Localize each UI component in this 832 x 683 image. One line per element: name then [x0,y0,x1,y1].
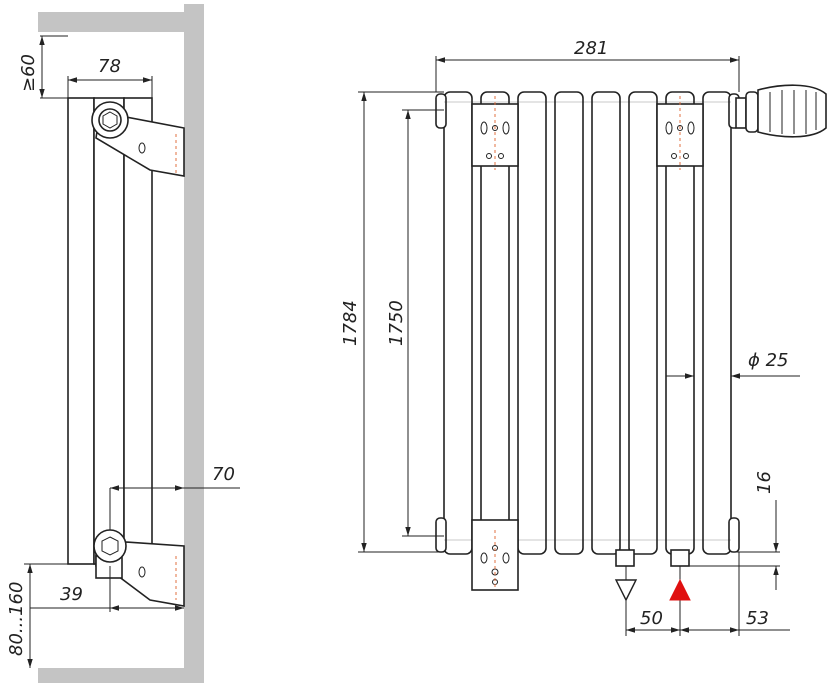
wall [38,4,204,683]
dim-bottom-offset: 39 [60,584,83,605]
dim-connection-height: 16 [754,471,775,494]
front-view: 281 1784 1750 ϕ 25 16 50 53 [340,38,827,636]
front-tube [554,91,584,555]
side-tube-front [67,97,95,565]
top-right-bracket [656,96,704,170]
return-connection [615,549,635,567]
side-view: ≥60 78 70 39 80...160 [6,4,240,683]
bottom-valve-icon [93,529,127,563]
dim-connection-edge: 53 [746,608,769,629]
dim-wall-gap: ≥60 [18,54,39,92]
front-tube [628,91,658,555]
supply-connection [670,549,690,567]
front-tube [702,91,732,555]
return-arrow-icon [614,579,638,602]
dim-axis-height: 1750 [386,300,407,346]
supply-arrow-icon [669,578,691,601]
dim-overall-height: 1784 [340,300,361,346]
dim-connection-spacing: 50 [640,608,663,629]
front-tube [591,91,621,555]
dim-pipe-offset: 70 [212,464,235,485]
thermostat-head-icon [735,84,827,138]
bottom-bracket-front [471,519,519,591]
front-tube [517,91,547,555]
dim-floor-gap: 80...160 [6,582,27,656]
top-left-bracket [471,96,519,170]
side-tube-middle [93,97,125,565]
dim-overall-width: 281 [574,38,608,59]
dim-depth: 78 [98,56,121,77]
dim-tube-diameter: ϕ 25 [748,350,789,371]
front-tube [443,91,473,555]
